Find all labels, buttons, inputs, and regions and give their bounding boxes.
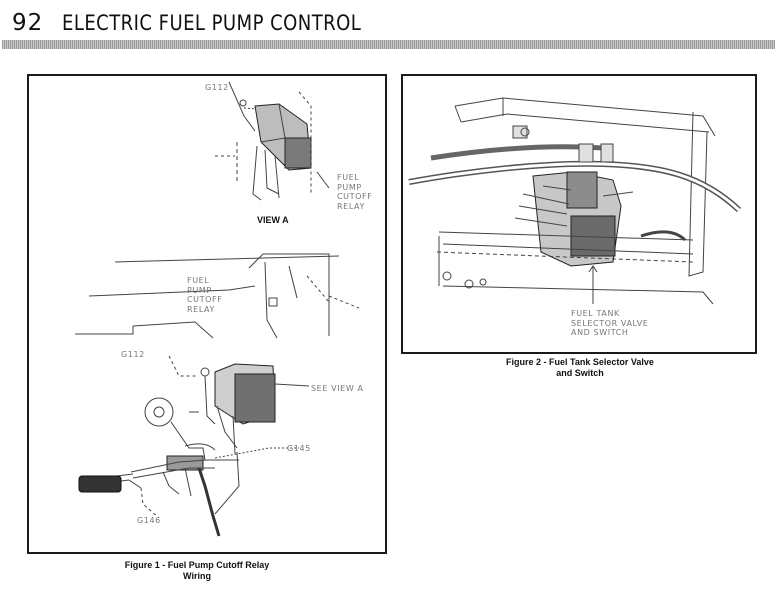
figure2-caption-line2: and Switch	[556, 368, 604, 378]
label-see-view-a: SEE VIEW A	[311, 384, 364, 393]
figure1-drawing	[75, 81, 360, 537]
label-g146: G146	[137, 516, 161, 525]
label-g112-view-a: G112	[205, 83, 229, 92]
view-a-label: VIEW A	[257, 215, 289, 225]
label-relay-view-a: FUEL PUMP CUTOFF RELAY	[337, 173, 373, 211]
label-g112-main: G112	[121, 350, 145, 359]
figure1-caption: Figure 1 - Fuel Pump Cutoff Relay Wiring	[112, 560, 282, 582]
label-selector-valve: FUEL TANK SELECTOR VALVE AND SWITCH	[571, 309, 649, 337]
figure2-drawing	[408, 97, 742, 305]
figure2-caption-line1: Figure 2 - Fuel Tank Selector Valve	[506, 357, 654, 367]
page-number: 92	[12, 10, 44, 36]
figure1-frame: G112 FUEL PUMP CUTOFF RELAY VIEW A FUEL …	[27, 74, 387, 554]
figure1-caption-line2: Wiring	[183, 571, 211, 581]
page-title: ELECTRIC FUEL PUMP CONTROL	[62, 11, 362, 35]
figure2-caption: Figure 2 - Fuel Tank Selector Valve and …	[490, 357, 670, 379]
label-relay-main: FUEL PUMP CUTOFF RELAY	[187, 276, 223, 314]
label-g145: G145	[287, 444, 311, 453]
figure2-frame: FUEL TANK SELECTOR VALVE AND SWITCH	[401, 74, 757, 354]
figure1-caption-line1: Figure 1 - Fuel Pump Cutoff Relay	[124, 560, 270, 570]
title-band	[2, 40, 775, 49]
